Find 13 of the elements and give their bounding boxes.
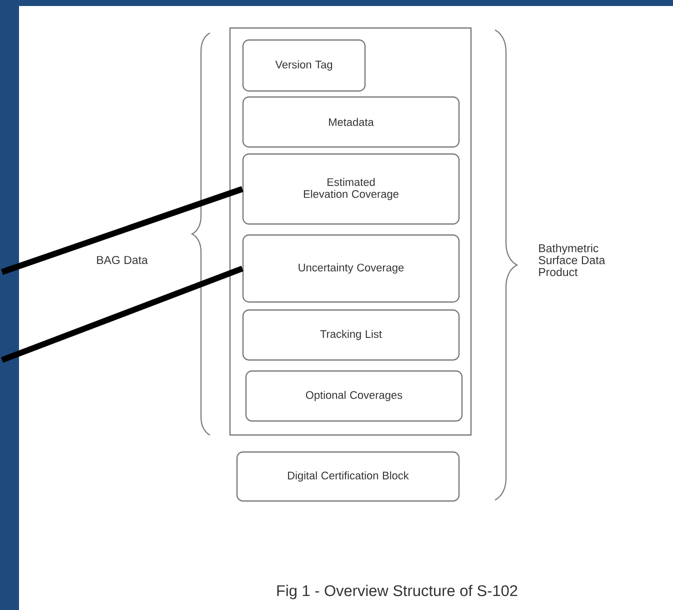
brace-label: Bathymetric Surface Data Product [538,244,606,276]
leader-line [1,186,244,275]
content-box: Digital Certification Block [236,451,460,502]
content-box: Metadata [242,96,460,148]
brace-label: BAG Data [97,256,148,264]
content-box: Estimated Elevation Coverage [242,153,460,225]
leader-line [0,266,244,363]
figure-caption: Fig 1 - Overview Structure of S-102 [277,584,518,600]
content-box: Version Tag [242,39,366,92]
container-box [229,27,472,436]
content-box: Optional Coverages [245,370,463,422]
content-box: Tracking List [242,309,460,361]
content-box: Uncertainty Coverage [242,234,460,303]
